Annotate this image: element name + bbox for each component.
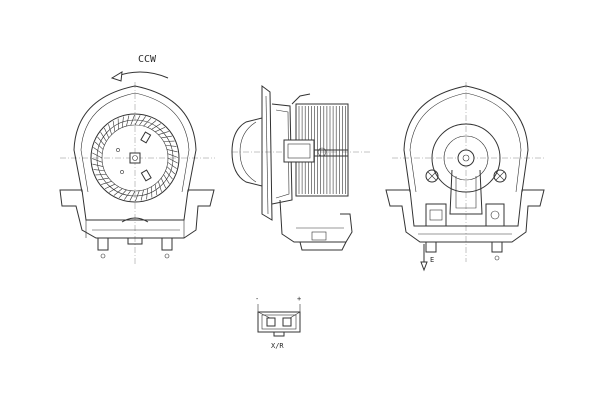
impeller-blade	[104, 183, 116, 190]
impeller-blade	[126, 115, 130, 127]
side-mounting-plate	[261, 85, 273, 221]
impeller-blade	[146, 188, 148, 200]
motor-end-cap	[231, 117, 263, 187]
impeller-blade	[103, 127, 110, 139]
connector-code-label: X/R	[271, 342, 284, 350]
impeller-blade	[165, 170, 173, 180]
impeller-blade	[130, 114, 135, 126]
impeller-blade	[129, 190, 136, 201]
impeller-blade	[143, 117, 152, 127]
impeller-blade	[167, 157, 178, 164]
impeller-blade	[93, 147, 103, 154]
impeller-blade	[122, 116, 124, 128]
side-lower-bracket	[279, 199, 353, 243]
impeller-blades	[91, 114, 179, 202]
rotation-label: CCW	[138, 54, 157, 65]
impeller-blade	[167, 162, 177, 169]
impeller-blade	[167, 153, 179, 158]
front-mounting-flange	[59, 189, 215, 239]
impeller-blade	[158, 131, 169, 135]
impeller-hub	[129, 152, 141, 164]
impeller-outer-ring	[90, 113, 180, 203]
impeller-blade	[92, 163, 104, 167]
impeller-blade	[134, 115, 141, 126]
impeller-blade	[140, 189, 144, 201]
front-view	[59, 82, 215, 265]
back-mounting-flange	[385, 189, 545, 243]
impeller-blade	[139, 116, 146, 126]
impeller-blade	[124, 190, 131, 200]
pin-plus-label: +	[297, 295, 301, 303]
side-view	[231, 85, 370, 251]
impeller-blade	[118, 189, 127, 199]
impeller-blade	[165, 145, 177, 147]
impeller-blade	[97, 177, 109, 181]
impeller-blade	[161, 135, 173, 139]
impeller-blade	[158, 181, 162, 192]
impeller-blade	[135, 190, 140, 202]
impeller-blade	[166, 166, 176, 175]
impeller-blade	[108, 124, 112, 135]
connector-detail: - + X/R	[255, 295, 301, 350]
impeller-blade	[112, 120, 116, 132]
impeller-blade	[160, 177, 167, 189]
pin-minus-label: -	[255, 295, 259, 303]
screw-right-icon	[493, 169, 507, 183]
impeller-blade	[166, 149, 178, 153]
impeller-blade	[100, 132, 107, 142]
impeller-blade	[163, 174, 170, 184]
back-housing-outline	[403, 85, 529, 193]
impeller-blade	[147, 120, 157, 128]
motor-rear-disk	[431, 123, 501, 193]
impeller-blade	[94, 141, 104, 150]
impeller-blade	[101, 181, 112, 185]
connector-pin-right	[282, 317, 292, 327]
impeller-blade	[113, 188, 123, 196]
impeller-blade	[91, 158, 103, 163]
rotation-indicator: CCW	[110, 54, 169, 82]
impeller-blade	[97, 136, 105, 146]
connector-pin-left	[266, 317, 276, 327]
impeller-blade	[92, 152, 103, 159]
screw-left-icon	[425, 169, 439, 183]
impeller-blade	[151, 123, 161, 130]
impeller-blade	[154, 184, 158, 196]
impeller-blade	[93, 169, 105, 171]
impeller-blade	[154, 126, 166, 133]
back-view: E	[385, 82, 545, 272]
arrow-mark-label: E	[430, 256, 434, 264]
front-housing-outline	[73, 85, 197, 193]
back-connector-housing	[425, 203, 447, 227]
impeller-blade	[109, 186, 119, 193]
